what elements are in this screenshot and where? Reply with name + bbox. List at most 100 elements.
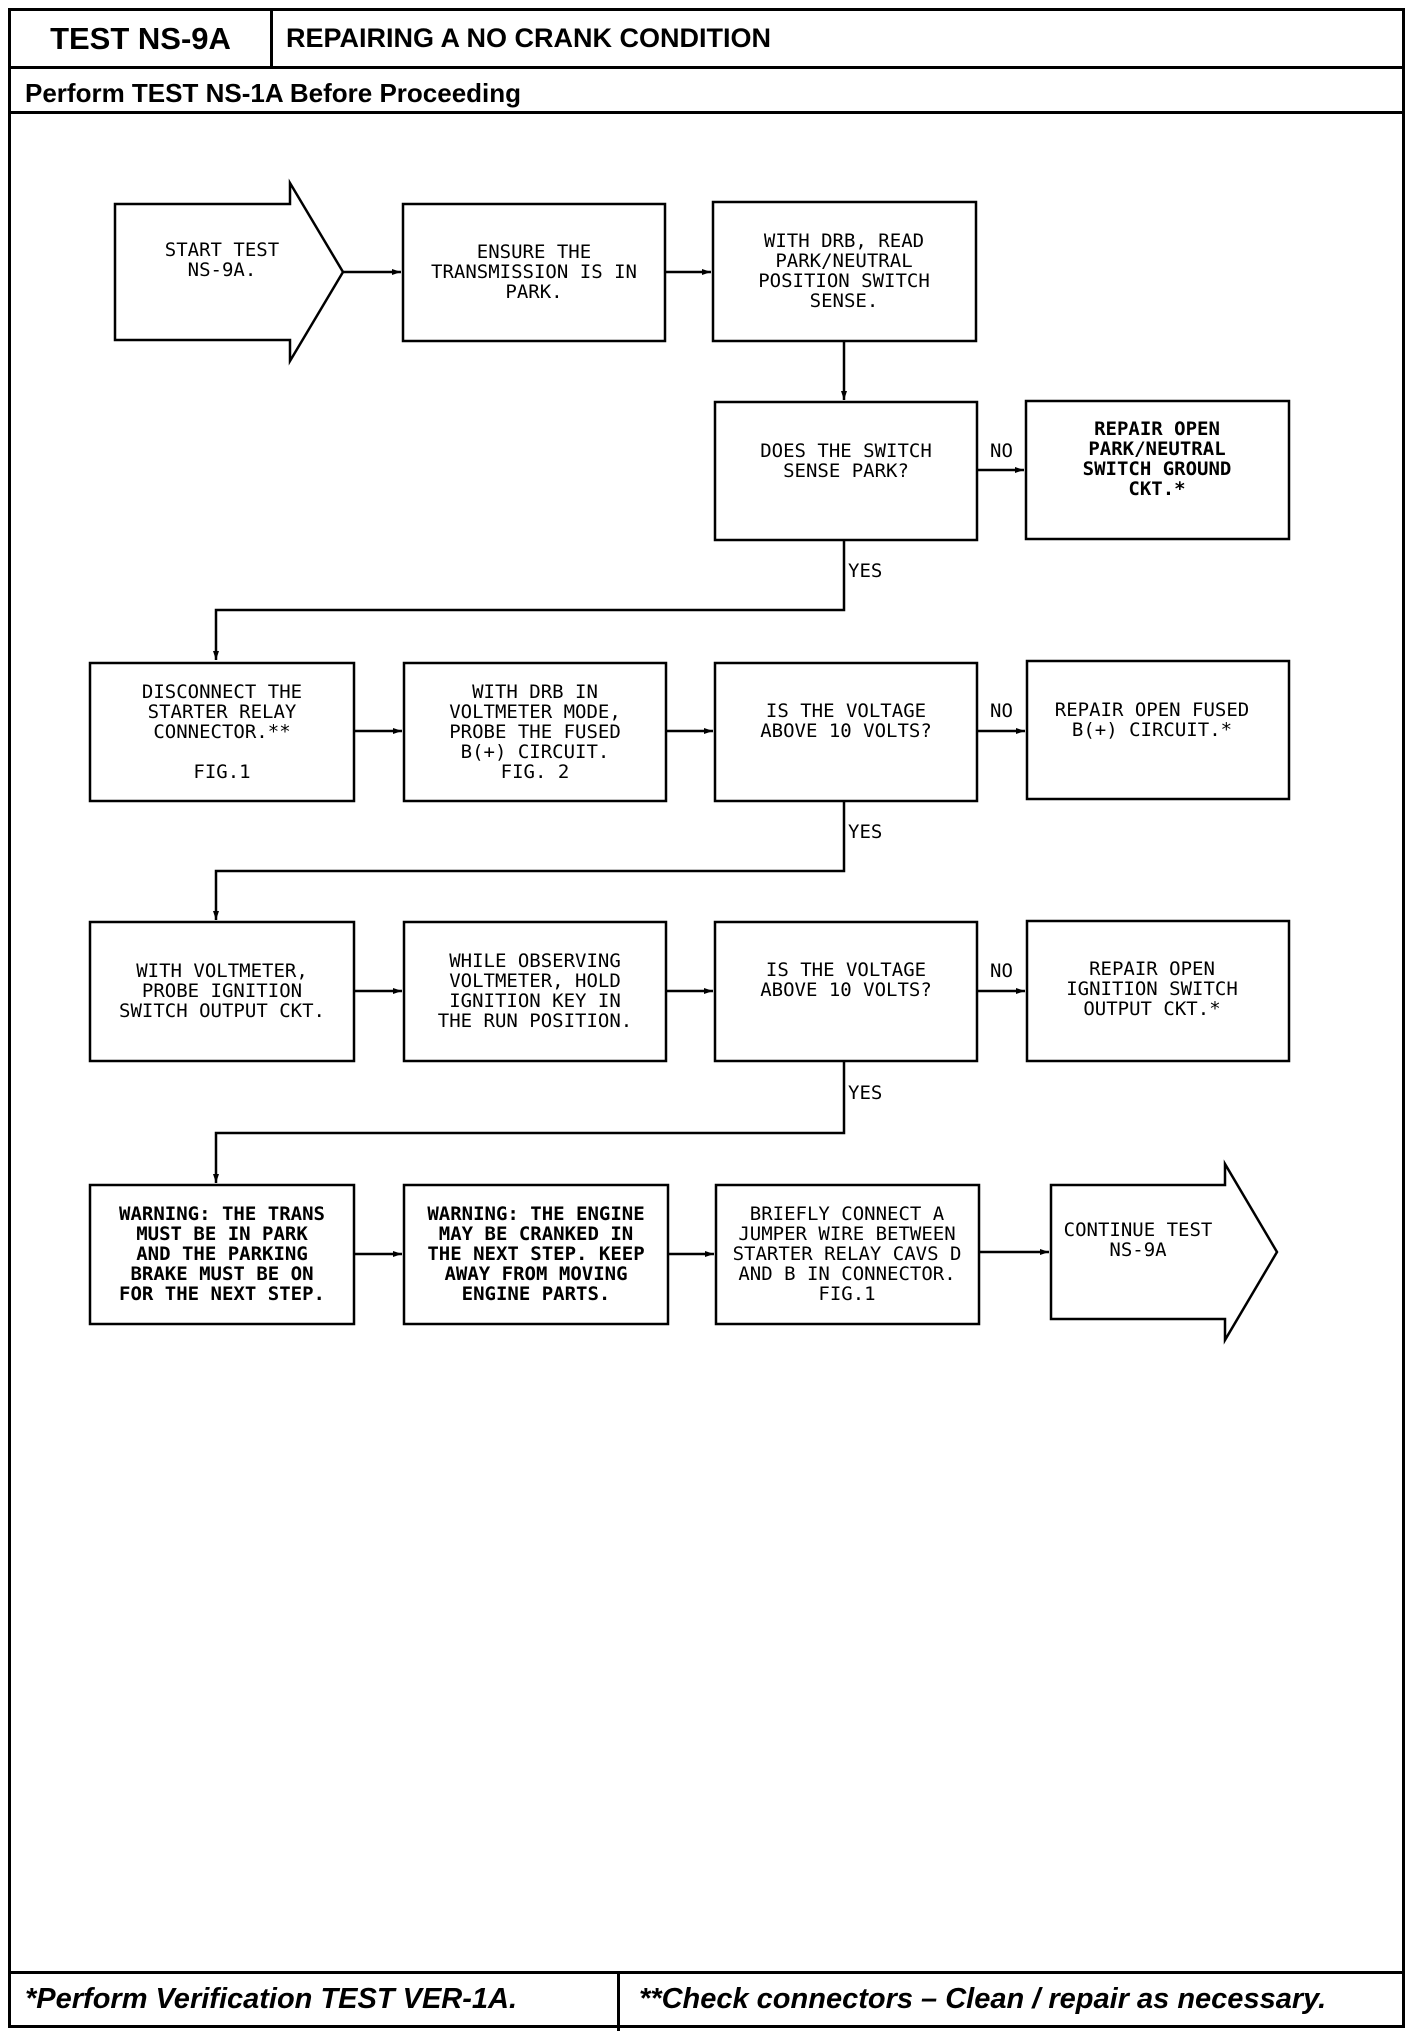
box-text-line: FIG.1 [193, 761, 250, 783]
box-text-line: REPAIR OPEN [1089, 958, 1215, 980]
box-text-line: MUST BE IN PARK [136, 1223, 308, 1245]
box-text-line: ENSURE THE [477, 241, 591, 263]
continue-arrow-shape [1049, 1159, 1279, 1345]
box-text-line: SWITCH GROUND [1083, 458, 1232, 480]
box-text-line: PARK. [505, 281, 562, 303]
footer-note-connectors: **Check connectors – Clean / repair as n… [639, 1983, 1327, 2015]
box-text-line: FIG. 2 [501, 761, 570, 783]
box-text-line: PROBE IGNITION [142, 980, 302, 1002]
box-text-line: NS-9A [1109, 1239, 1167, 1261]
box-text-line: PARK/NEUTRAL [1088, 438, 1225, 460]
box-text-line: STARTER RELAY CAVS D [733, 1243, 962, 1265]
box-text-line: IGNITION SWITCH [1066, 978, 1238, 1000]
repair-ignition-box [1025, 919, 1291, 1063]
jumper-box [714, 1183, 981, 1326]
box-text-line: BRIEFLY CONNECT A [750, 1203, 945, 1225]
box-text-line: MAY BE CRANKED IN [439, 1223, 633, 1245]
box-text-line: SENSE. [810, 290, 879, 312]
box-text-line: AWAY FROM MOVING [444, 1263, 627, 1285]
ensure-park-box [401, 202, 667, 343]
box-text-line: SENSE PARK? [783, 460, 909, 482]
sense-park-question-box [713, 400, 979, 542]
box-text-line: THE NEXT STEP. KEEP [427, 1243, 644, 1265]
repair-fused-box [1025, 659, 1291, 801]
box-text-line: REPAIR OPEN [1094, 418, 1220, 440]
box-text-line: POSITION SWITCH [758, 270, 930, 292]
box-text-line: AND B IN CONNECTOR. [738, 1263, 955, 1285]
disconnect-relay-box [88, 661, 356, 803]
repair-ground-box [1024, 399, 1291, 541]
hold-key-box [402, 920, 668, 1063]
yes-label: YES [848, 1082, 882, 1104]
box-text-line: PROBE THE FUSED [449, 721, 621, 743]
box-text-line: IGNITION KEY IN [449, 990, 621, 1012]
box-text-line: REPAIR OPEN FUSED [1055, 699, 1249, 721]
header-divider [11, 111, 1402, 114]
box-text-line: CONNECTOR.** [153, 721, 290, 743]
box-text-line: BRAKE MUST BE ON [130, 1263, 313, 1285]
box-text-line: ABOVE 10 VOLTS? [760, 720, 932, 742]
box-text-line: FOR THE NEXT STEP. [119, 1283, 325, 1305]
box-text-line: PARK/NEUTRAL [775, 250, 912, 272]
box-text-line: B(+) CIRCUIT. [461, 741, 610, 763]
box-text-line: THE RUN POSITION. [438, 1010, 632, 1032]
box-text-line: AND THE PARKING [136, 1243, 308, 1265]
box-text-line: ABOVE 10 VOLTS? [760, 979, 932, 1001]
box-text-line: FIG.1 [818, 1283, 875, 1305]
box-text-line: VOLTMETER MODE, [449, 701, 621, 723]
arrow-yes-warning [213, 1061, 846, 1183]
box-text-line: CKT.* [1128, 478, 1185, 500]
box-text-line: VOLTMETER, HOLD [449, 970, 621, 992]
box-text-line: NS-9A. [188, 259, 257, 281]
box-text-line: CONTINUE TEST [1064, 1219, 1213, 1241]
arrow-yes-disconnect [213, 540, 846, 660]
box-text-line: START TEST [165, 239, 279, 261]
start-arrow-shape [113, 178, 345, 366]
voltage-question-2-box [713, 920, 979, 1063]
page-subtitle: Perform TEST NS-1A Before Proceeding [25, 78, 522, 108]
footer-separator [617, 1971, 620, 2031]
box-text-line: IS THE VOLTAGE [766, 959, 926, 981]
footer-divider [11, 1971, 1402, 1974]
box-text-line: B(+) CIRCUIT.* [1072, 719, 1232, 741]
box-text-line: STARTER RELAY [148, 701, 297, 723]
box-text-line: ENGINE PARTS. [462, 1283, 611, 1305]
footer-note-verification: *Perform Verification TEST VER-1A. [25, 1983, 518, 2015]
box-text-line: WARNING: THE TRANS [119, 1203, 325, 1225]
box-text-line: IS THE VOLTAGE [766, 700, 926, 722]
box-text-line: JUMPER WIRE BETWEEN [738, 1223, 955, 1245]
box-text-line: DISCONNECT THE [142, 681, 302, 703]
box-text-line: SWITCH OUTPUT CKT. [119, 1000, 325, 1022]
box-text-line: TRANSMISSION IS IN [431, 261, 637, 283]
page-title: REPAIRING A NO CRANK CONDITION [286, 23, 771, 53]
box-text-line: WITH VOLTMETER, [136, 960, 308, 982]
no-label: NO [990, 960, 1013, 982]
box-text-line: OUTPUT CKT.* [1083, 998, 1220, 1020]
title-divider [11, 66, 1402, 69]
arrow-yes-ignition [213, 801, 846, 920]
box-text-line: DOES THE SWITCH [760, 440, 932, 462]
no-label: NO [990, 440, 1013, 462]
no-label: NO [990, 700, 1013, 722]
box-text-line: WARNING: THE ENGINE [427, 1203, 644, 1225]
yes-label: YES [848, 560, 882, 582]
box-text-line: WHILE OBSERVING [449, 950, 621, 972]
